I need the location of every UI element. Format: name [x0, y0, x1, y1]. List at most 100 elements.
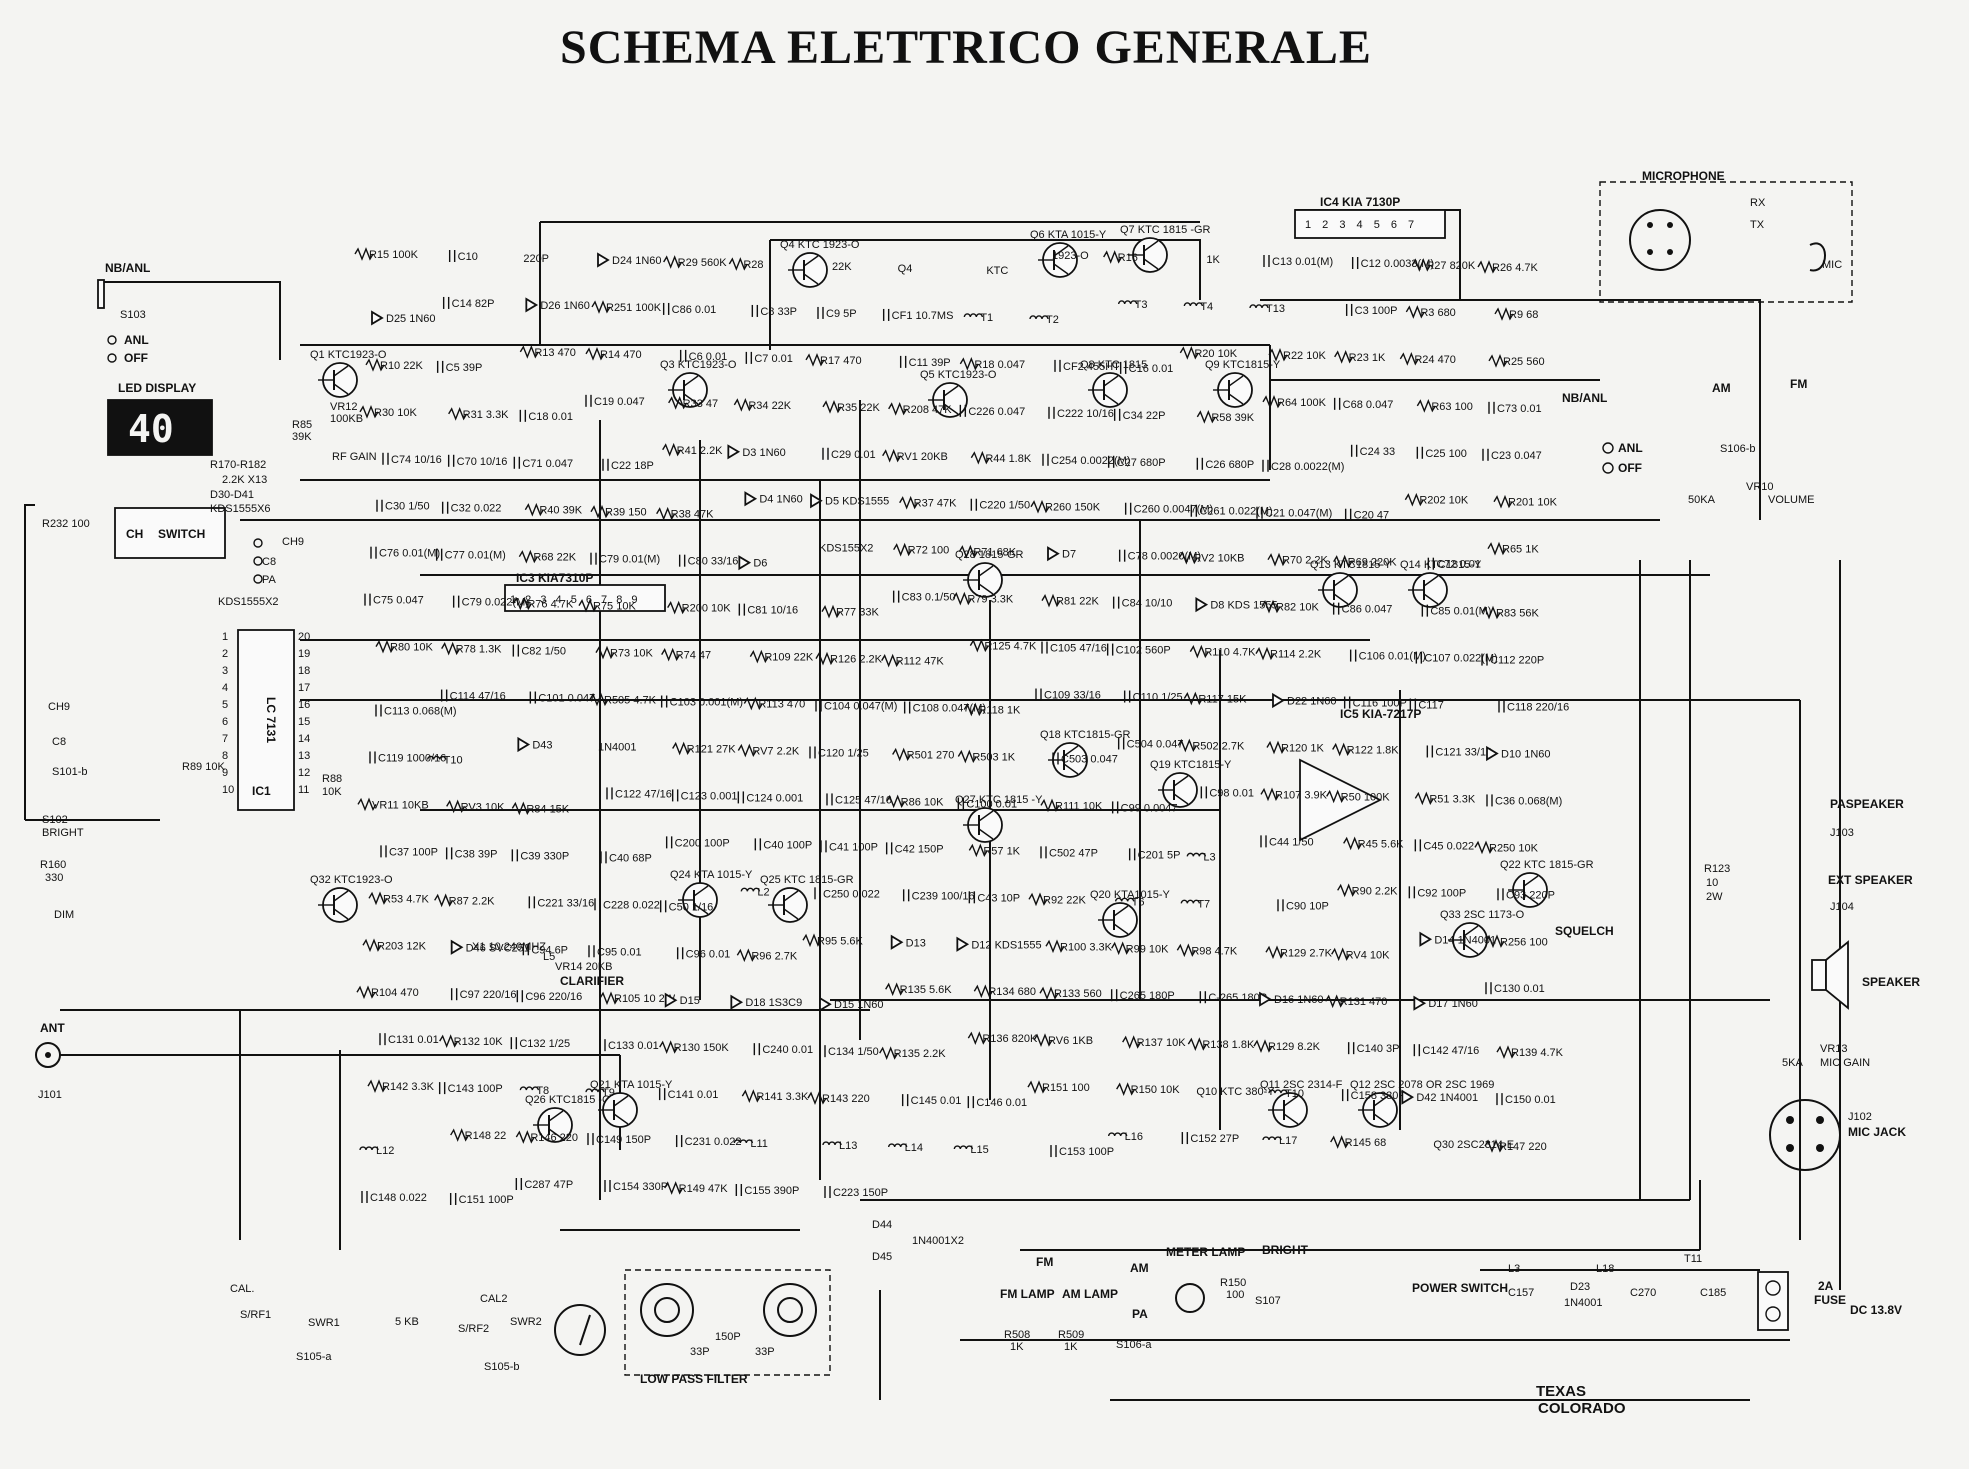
component: C22 18P [602, 458, 654, 472]
component-label: C40 100P [763, 839, 812, 851]
component-label: R135 2.2K [894, 1048, 947, 1060]
r509-value: 1K [1064, 1341, 1078, 1353]
ic1-pin: 8 [222, 750, 228, 762]
component: T8 [519, 1085, 549, 1097]
component-label: L13 [839, 1140, 857, 1152]
component: R132 10K [439, 1034, 503, 1048]
component: C154 330P [604, 1180, 668, 1193]
component-label: C84 10/10 [1122, 598, 1173, 610]
component-label: T10 [1285, 1088, 1304, 1100]
component-label: C19 0.047 [594, 396, 645, 408]
component: R141 3.3K [741, 1089, 809, 1103]
component-label: C37 100P [389, 846, 438, 858]
component-label: C14 82P [452, 298, 495, 310]
component-label: C226 0.047 [968, 406, 1025, 418]
component: R145 68 [1330, 1135, 1386, 1149]
j103-label: J103 [1830, 827, 1854, 839]
component-label: R29 560K [678, 257, 728, 269]
component: R118 1K [963, 702, 1021, 717]
srf1-label: S/RF1 [240, 1309, 271, 1321]
component: C134 1/50 [819, 1045, 879, 1058]
rf-gain-label: RF GAIN [332, 451, 377, 463]
vr14-label: VR14 20KB [555, 961, 612, 973]
component: R203 12K [362, 938, 427, 952]
transistor-label: Q12 2SC 2078 OR 2SC 1969 [1350, 1079, 1494, 1091]
component-label: C261 0.022(M) [1199, 506, 1272, 518]
component: R38 47K [656, 506, 714, 521]
transistor-label: Q27 KTC 1815 -Y [955, 794, 1043, 806]
component-label: D6 [753, 558, 767, 570]
component: T10 [426, 754, 463, 766]
component: R35 22K [822, 399, 880, 414]
component-label: R73 10K [610, 648, 653, 660]
r123-label: R123 [1704, 863, 1730, 875]
component: R135 5.6K [885, 982, 952, 996]
component: C13 0.01(M) [1263, 255, 1333, 268]
component: C145 0.01 [901, 1094, 961, 1107]
mic-gain-label: MIC GAIN [1820, 1057, 1870, 1069]
component: C254 0.0022(M) [1042, 453, 1131, 467]
component-label: R133 560 [1054, 988, 1102, 1000]
ic-blocks: IC4 KIA 7130P 1 2 3 4 5 6 7 IC3 KIA7310P… [504, 195, 1446, 842]
component-label: C109 33/16 [1044, 690, 1101, 702]
component: R82 10K [1261, 599, 1319, 614]
c8b-label: C8 [52, 736, 66, 748]
component-label: R77 33K [836, 607, 879, 619]
component-label: T9 [602, 1087, 615, 1099]
component: R251 100K [591, 300, 662, 314]
component-label: C148 0.022 [370, 1192, 427, 1204]
component: C141 0.01 [658, 1088, 718, 1101]
component-label: R79 3.3K [967, 594, 1014, 606]
component-label: C18 0.01 [528, 411, 573, 423]
component: C79 0.01(M) [590, 552, 660, 566]
component: C250 0.022 [814, 887, 880, 900]
component: C82 1/50 [512, 644, 566, 658]
component: C100 0.01 [957, 797, 1017, 810]
component: R114 2.2K [1255, 646, 1322, 661]
component: L13 [822, 1140, 857, 1152]
component-label: 1N4001 [598, 741, 637, 753]
ext-speaker-label: EXT SPEAKER [1828, 873, 1913, 887]
ic1-part: LC 7131 [264, 697, 278, 743]
meter-lamp-label: METER LAMP [1166, 1245, 1245, 1259]
component-label: R148 22 [465, 1130, 507, 1142]
low-pass-filter-label: LOW PASS FILTER [640, 1372, 748, 1386]
component-label: C104 0.047(M) [824, 701, 897, 713]
component-label: R70 2.2K [1282, 555, 1329, 567]
component: R20 10K [1179, 346, 1238, 360]
component-label: T13 [1266, 303, 1285, 315]
component-label: C231 0.022 [685, 1136, 742, 1148]
component: R40 39K [524, 502, 583, 517]
component-label: R143 220 [822, 1093, 870, 1105]
transistor: Q26 KTC1815 -GR [525, 1094, 619, 1143]
ic1-pin: 11 [298, 784, 309, 796]
component-label: R58 39K [1211, 412, 1254, 424]
page-title: SCHEMA ELETTRICO GENERALE [560, 21, 1372, 74]
component: R501 270 [892, 747, 954, 761]
component: KDS155X2 [819, 543, 873, 555]
component-label: C116 100P [1353, 698, 1407, 710]
component: C107 0.022(M) [1415, 651, 1498, 665]
ch9-label: CH9 [282, 536, 304, 548]
component: C112 220P [1481, 653, 1544, 667]
component: R80 10K [375, 639, 433, 654]
component: R107 3.9K [1260, 787, 1328, 801]
component: C148 0.022 [361, 1191, 427, 1204]
component-label: C239 100/16 [912, 890, 975, 902]
component: R24 470 [1399, 352, 1456, 366]
ic1-pin: 7 [222, 733, 228, 745]
component: C19 0.047 [585, 394, 645, 408]
component-label: R37 47K [914, 498, 957, 510]
component: C158 330P [1341, 1089, 1406, 1102]
component: R68 22K [518, 549, 577, 564]
component: R25 560 [1488, 354, 1545, 368]
component: C32 0.022 [441, 501, 501, 515]
component-label: R95 5.6K [817, 935, 864, 947]
j104-label: J104 [1830, 901, 1854, 913]
component-label: R51 3.3K [1429, 793, 1476, 805]
component-label: R23 1K [1349, 352, 1386, 364]
off-right-label: OFF [1618, 461, 1642, 475]
component: VR11 10KB [357, 797, 429, 811]
